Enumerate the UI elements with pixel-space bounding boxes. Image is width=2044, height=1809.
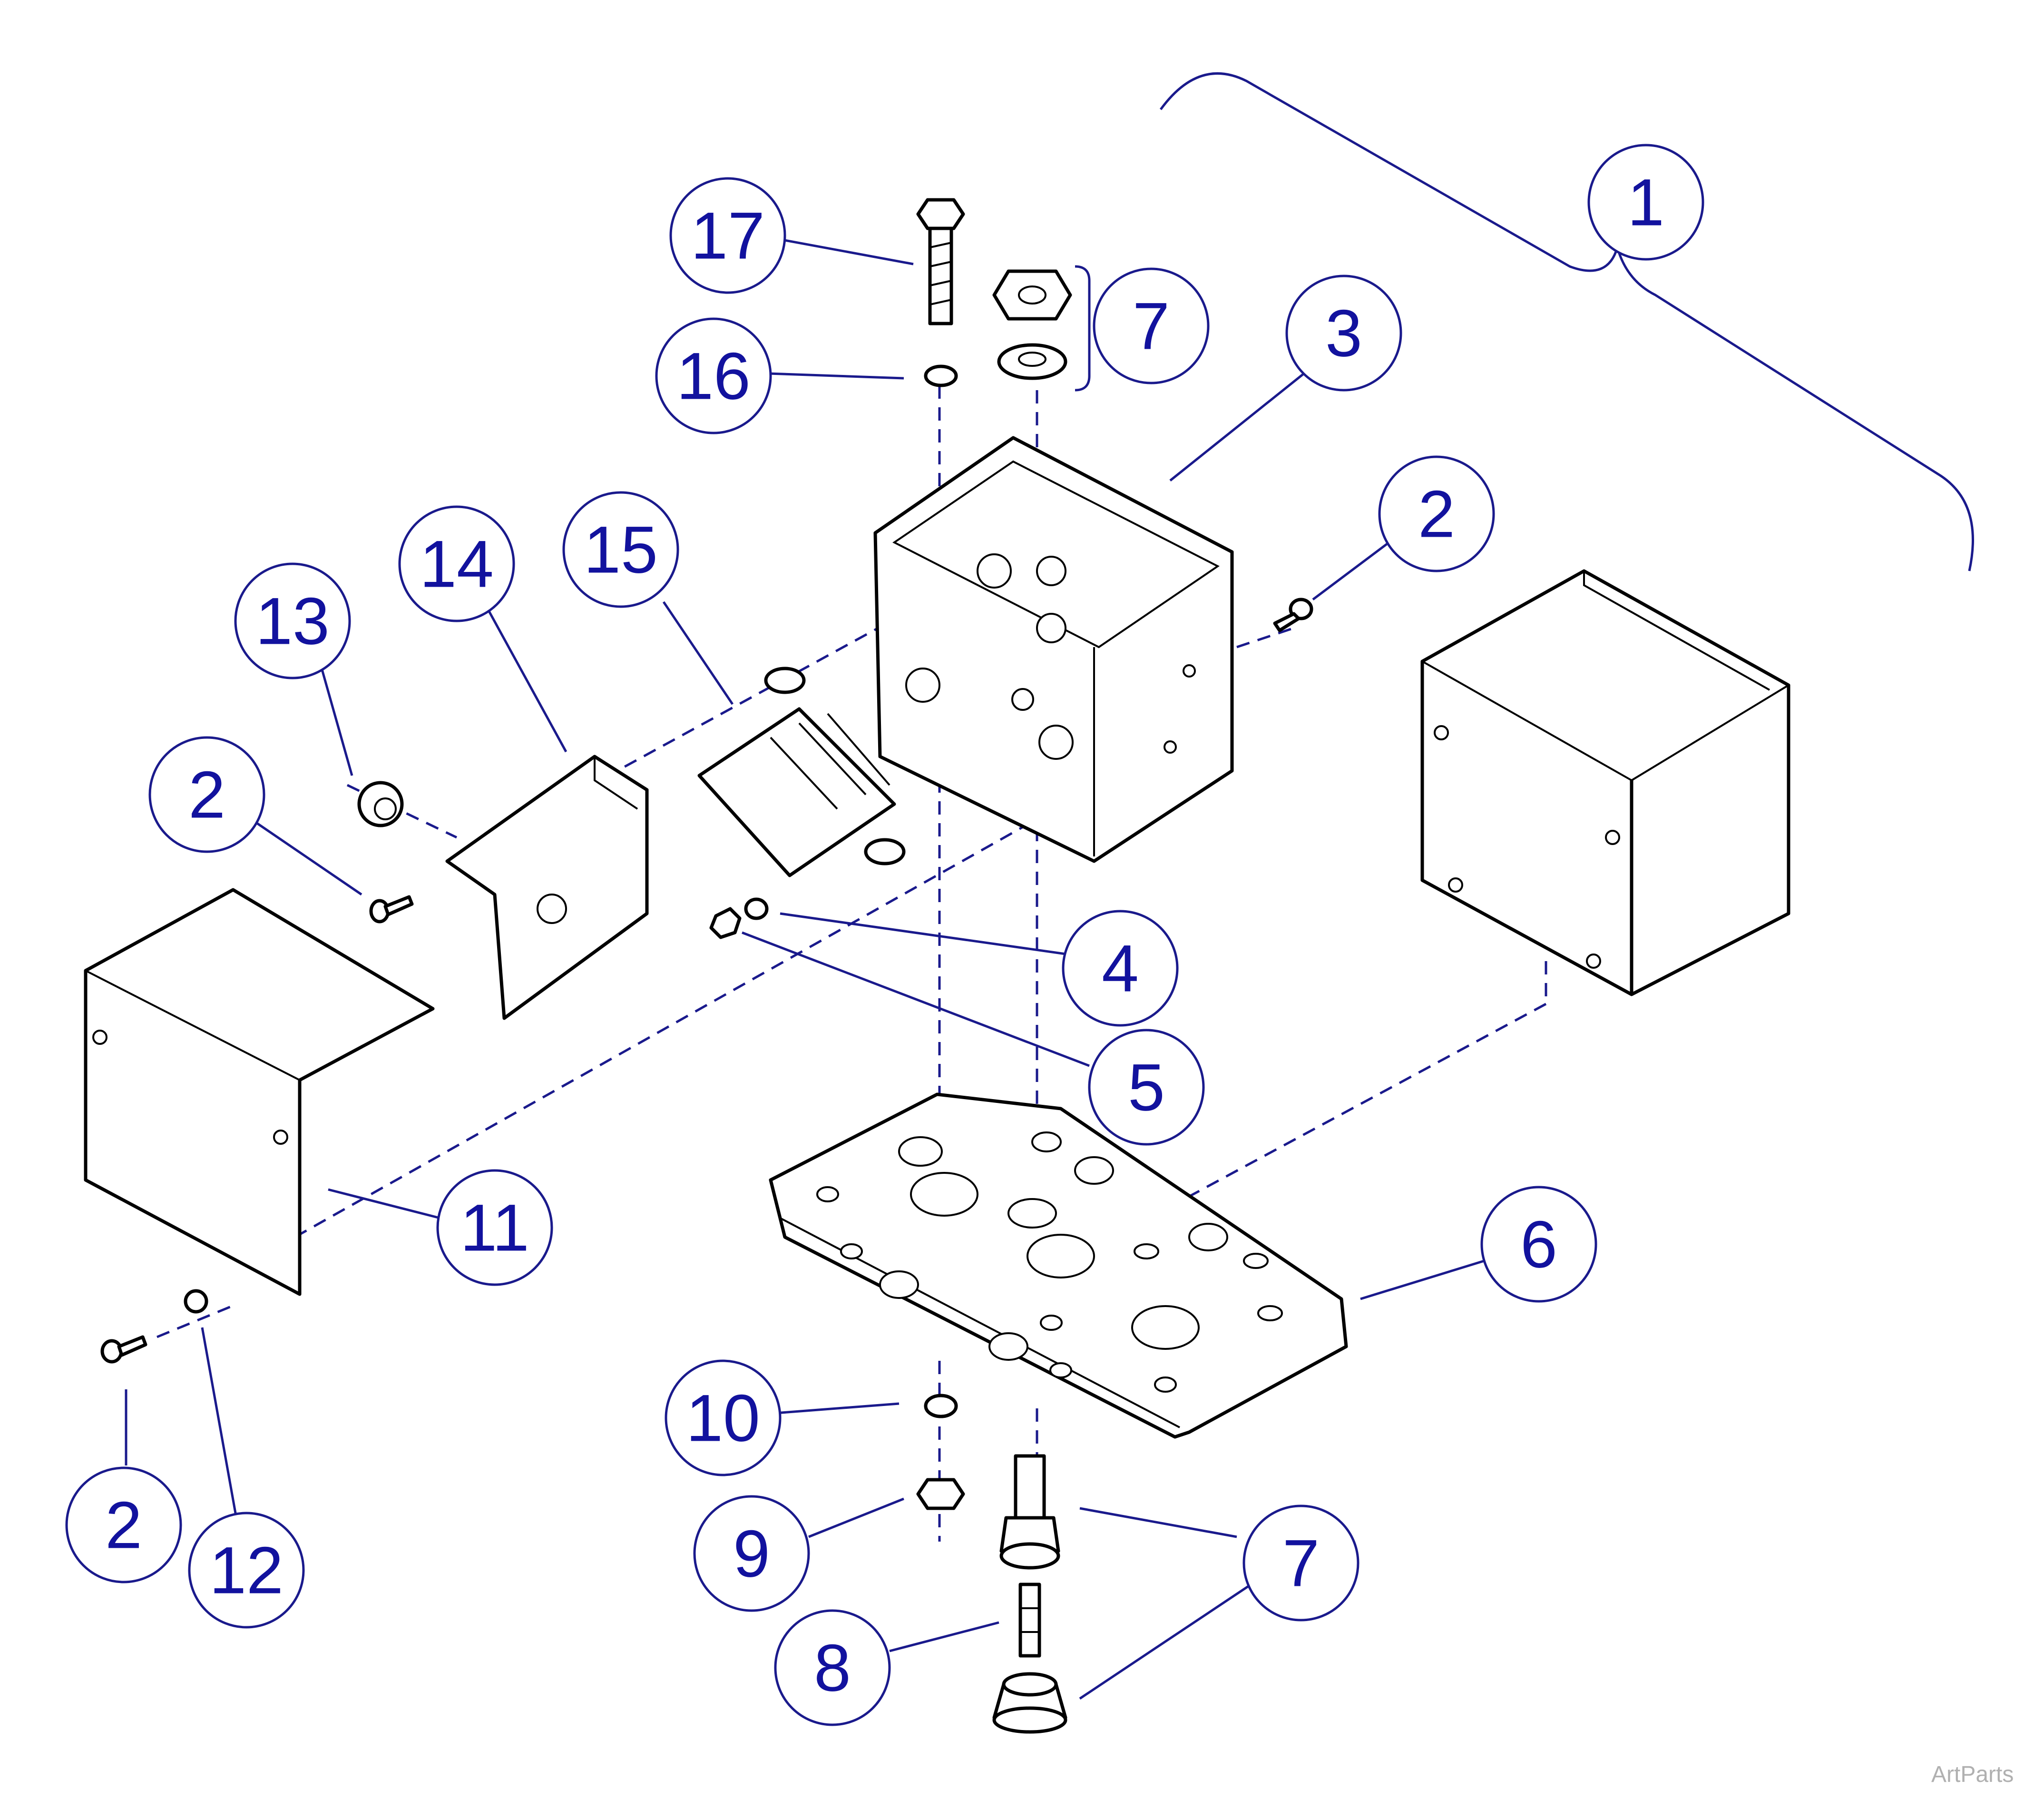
- callout-2-middle: 2: [148, 736, 265, 853]
- bolt-part-17: [916, 198, 965, 325]
- callout-9: 9: [693, 1495, 810, 1612]
- callout-1: 1: [1587, 144, 1704, 261]
- callout-label: 10: [686, 1381, 760, 1455]
- base-plate-part-6: [769, 1092, 1348, 1439]
- callout-label: 8: [814, 1631, 851, 1705]
- watermark-text: ArtParts: [1931, 1762, 2014, 1787]
- callout-3: 3: [1285, 275, 1402, 392]
- callout-label: 14: [420, 527, 494, 601]
- callout-11: 11: [436, 1169, 553, 1286]
- callout-10: 10: [665, 1359, 782, 1476]
- callout-12: 12: [188, 1512, 305, 1629]
- bushing-part-13: [357, 781, 404, 827]
- nut-part-5: [709, 907, 742, 939]
- washer-part-12: [184, 1289, 208, 1314]
- callout-label: 9: [733, 1516, 770, 1591]
- cover-box-part-1: [1420, 569, 1790, 996]
- callout-7-bottom: 7: [1242, 1504, 1359, 1622]
- callout-2-bottom: 2: [65, 1466, 182, 1583]
- callout-label: 2: [105, 1488, 142, 1563]
- relay-part-15: [697, 667, 906, 877]
- cover-part-11: [84, 888, 435, 1296]
- callout-label: 17: [691, 198, 765, 273]
- callout-label: 4: [1102, 931, 1139, 1006]
- callout-label: 7: [1282, 1526, 1320, 1601]
- callout-5: 5: [1088, 1029, 1205, 1146]
- callout-17: 17: [669, 177, 786, 294]
- callout-16: 16: [655, 317, 772, 434]
- callout-label: 2: [188, 757, 225, 832]
- fuse-cap-part-7-bottom: [992, 1672, 1067, 1734]
- leader-lines: [125, 239, 1485, 1700]
- fuse-holder-part-7-bottom: [999, 1454, 1060, 1570]
- callout-label: 15: [584, 512, 658, 587]
- callout-7-top: 7: [1093, 267, 1210, 384]
- nut-part-9: [916, 1478, 965, 1510]
- callout-14: 14: [398, 505, 515, 622]
- nut-washer-part-7-top: [992, 269, 1072, 380]
- washer-part-10: [924, 1394, 958, 1418]
- callout-label: 13: [255, 584, 330, 659]
- callout-2-right: 2: [1378, 455, 1495, 572]
- fuse-part-8: [1018, 1583, 1041, 1658]
- assembly-bracket: [1159, 72, 1974, 571]
- screw-part-2-right: [1273, 598, 1313, 632]
- callout-label: 7: [1133, 289, 1170, 364]
- callout-13: 13: [234, 562, 351, 679]
- junction-box-part-3: [873, 436, 1234, 863]
- callout-label: 6: [1520, 1207, 1557, 1282]
- callout-8: 8: [774, 1609, 891, 1726]
- assembly-axes: [156, 385, 1547, 1542]
- washer-part-4: [744, 897, 769, 920]
- screw-part-2-middle: [369, 895, 414, 924]
- callout-4: 4: [1062, 910, 1179, 1027]
- callout-label: 5: [1128, 1050, 1165, 1125]
- callout-15: 15: [562, 491, 679, 608]
- callout-label: 2: [1418, 477, 1455, 551]
- screw-part-2-bottom: [100, 1335, 147, 1364]
- callout-label: 11: [460, 1190, 529, 1265]
- callout-6: 6: [1480, 1186, 1597, 1303]
- callout-label: 12: [209, 1533, 284, 1608]
- bracket-7-top: [1075, 265, 1091, 392]
- callout-label: 16: [676, 339, 751, 413]
- bracket-plate-part-14: [445, 755, 649, 1020]
- washer-part-16: [924, 364, 958, 387]
- callout-label: 1: [1627, 165, 1664, 240]
- callout-label: 3: [1325, 296, 1362, 371]
